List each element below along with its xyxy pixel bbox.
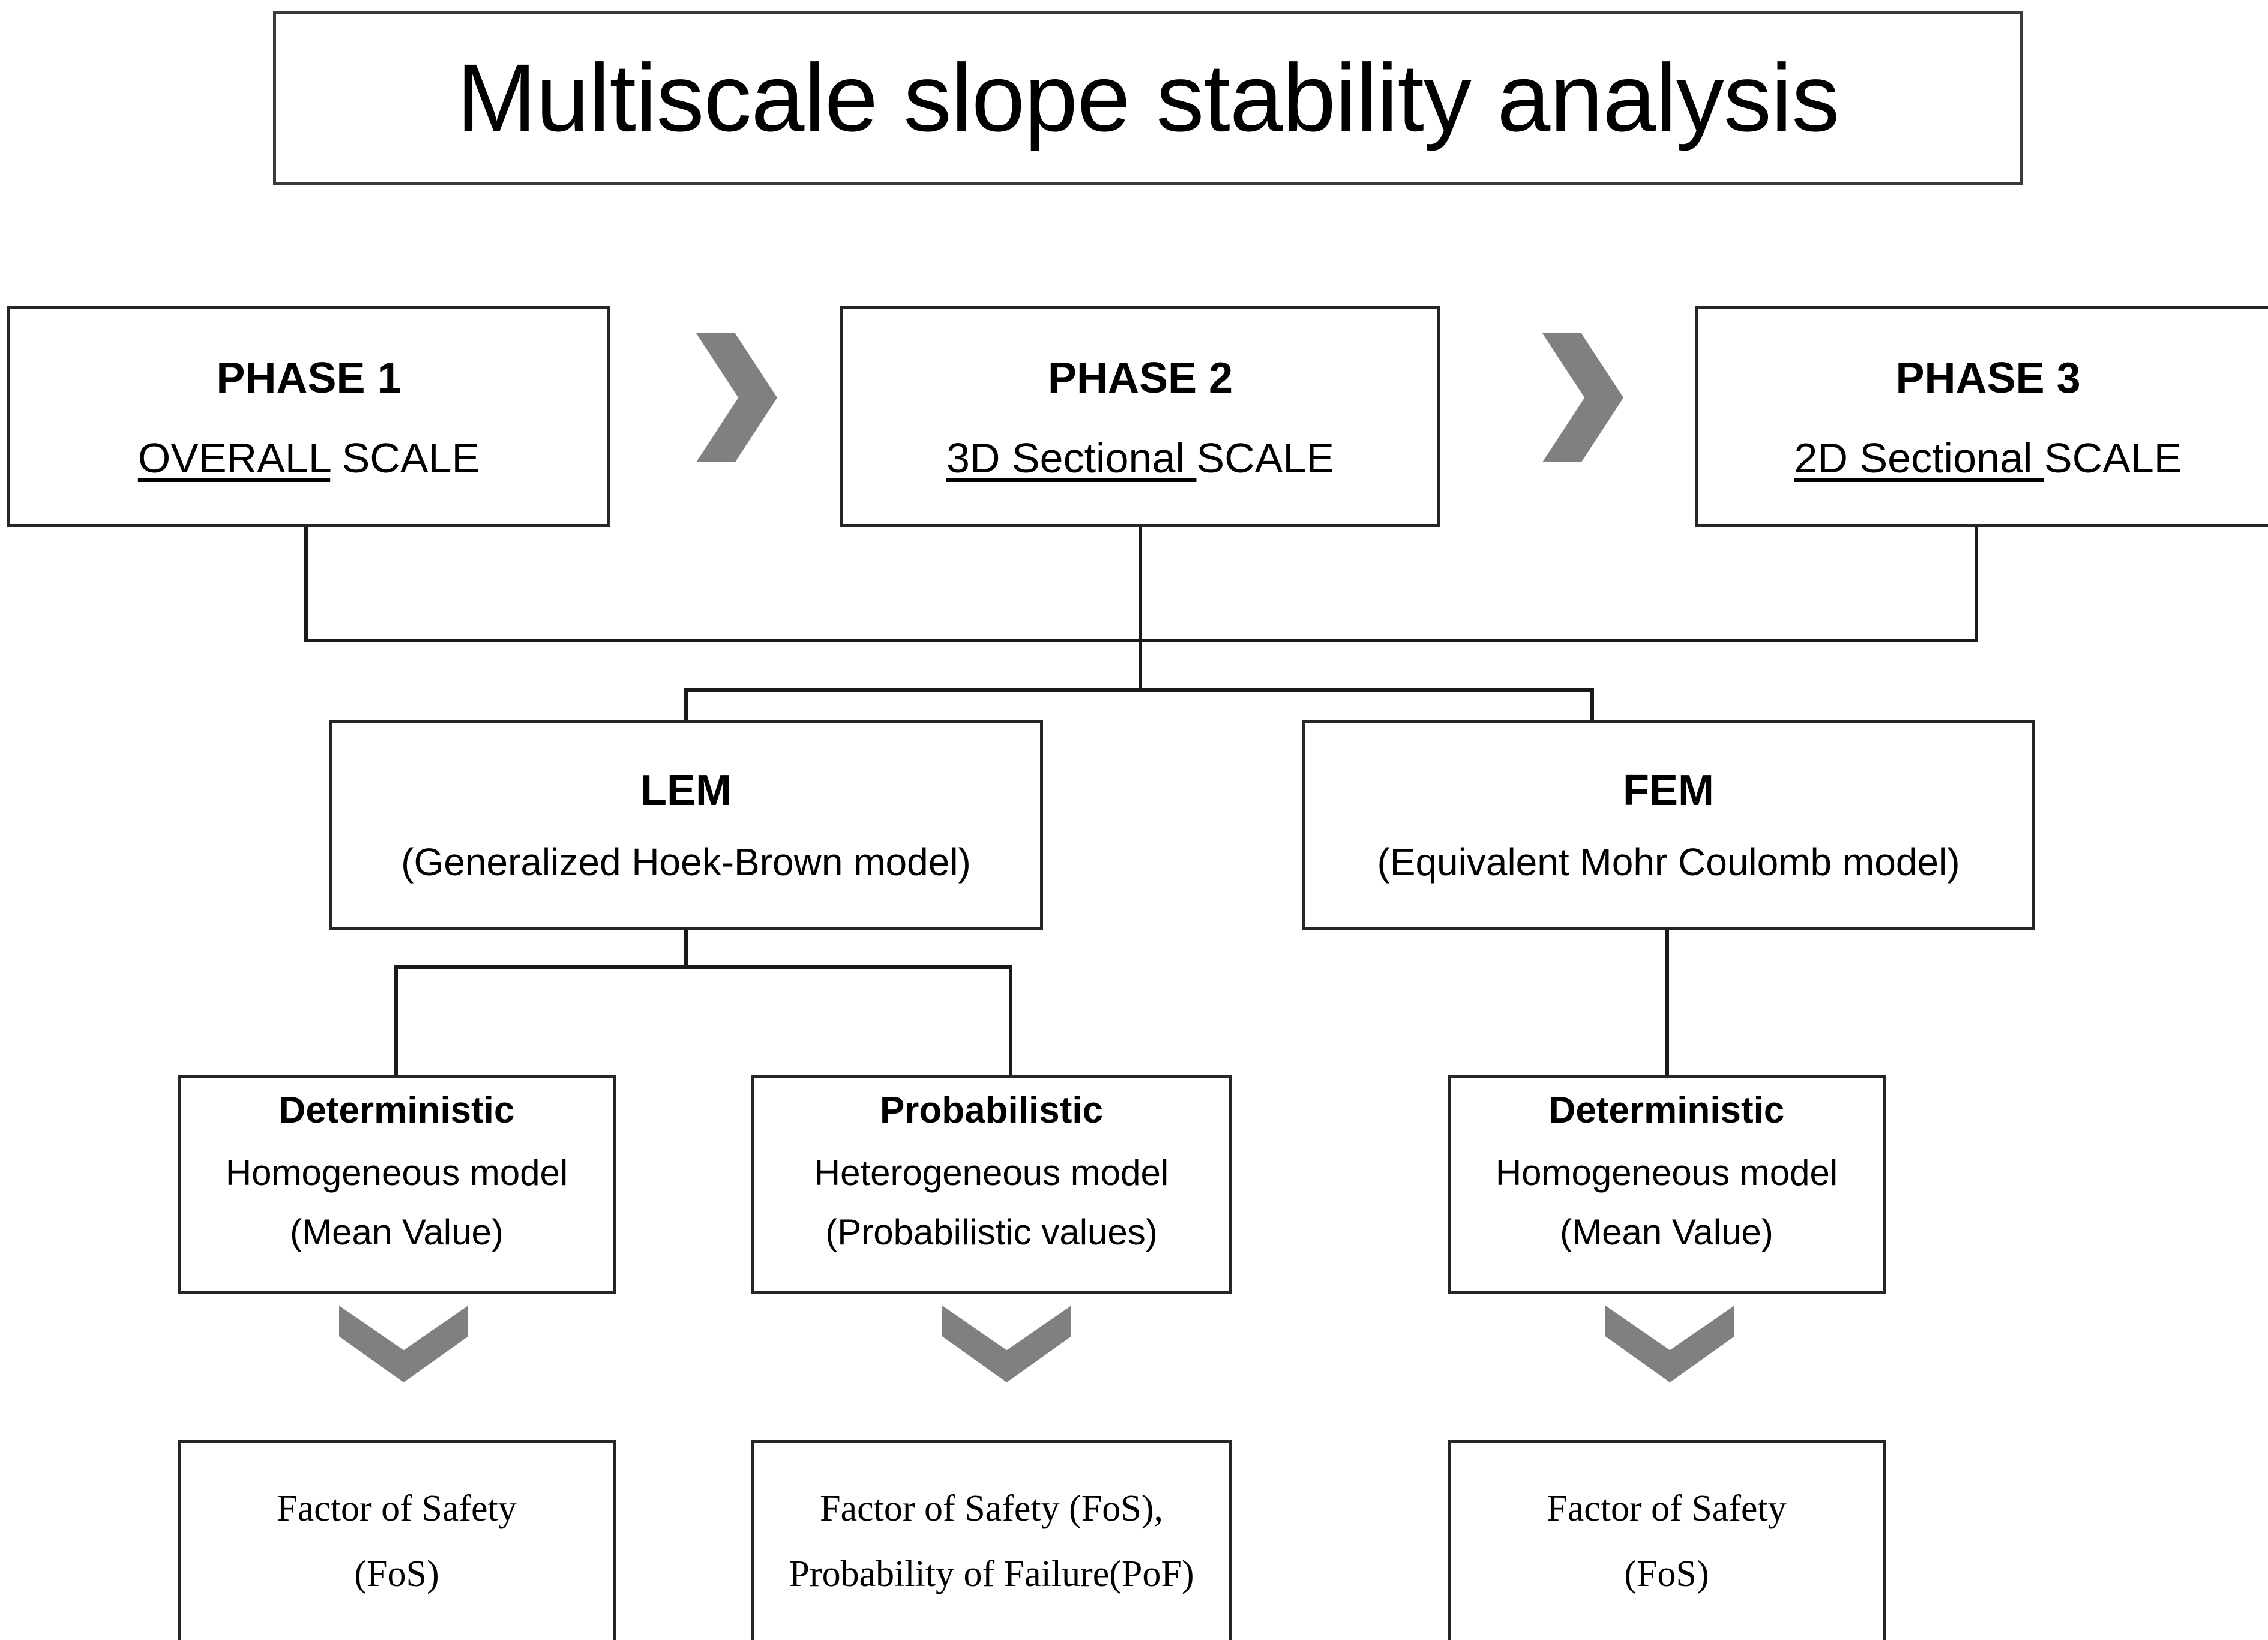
approach-box-deterministic-fem: Deterministic Homogeneous model (Mean Va… (1448, 1075, 1886, 1294)
connector-method-split-bar (684, 688, 1594, 692)
phase-box-3: PHASE 3 2D Sectional SCALE (1695, 306, 2268, 527)
chevron-down-icon (1605, 1306, 1734, 1382)
approach-3-line1: Homogeneous model (1495, 1153, 1838, 1193)
result-1-line2: (FoS) (354, 1554, 439, 1594)
connector-merge-down (1139, 639, 1142, 692)
result-1-line1: Factor of Safety (277, 1488, 517, 1529)
phase-1-scale-underlined: OVERALL (137, 435, 331, 482)
diagram-title-box: Multiscale slope stability analysis (273, 11, 2023, 185)
result-2-line2: Probability of Failure(PoF) (789, 1554, 1194, 1594)
approach-2-line2: (Probabilistic values) (825, 1212, 1158, 1253)
phase-2-scale: 3D Sectional SCALE (946, 436, 1334, 481)
connector-fem-to-deterministic (1665, 930, 1669, 1077)
phase-1-title: PHASE 1 (216, 354, 402, 403)
approach-2-line1: Heterogeneous model (814, 1153, 1169, 1193)
result-3-line1: Factor of Safety (1547, 1488, 1787, 1529)
result-box-2: Factor of Safety (FoS), Probability of F… (751, 1440, 1232, 1640)
connector-phase2-down (1139, 527, 1142, 642)
fem-subtitle: (Equivalent Mohr Coulomb model) (1377, 840, 1960, 884)
phase-1-scale-rest: SCALE (330, 435, 480, 482)
approach-3-title: Deterministic (1548, 1090, 1785, 1131)
chevron-right-icon (696, 333, 777, 462)
phase-2-title: PHASE 2 (1047, 354, 1233, 403)
phase-3-title: PHASE 3 (1895, 354, 2081, 403)
approach-3-line2: (Mean Value) (1560, 1212, 1773, 1253)
phase-2-scale-underlined: 3D Sectional (946, 435, 1197, 482)
phase-3-scale-rest: SCALE (2044, 435, 2182, 482)
approach-1-line1: Homogeneous model (225, 1153, 568, 1193)
result-3-line2: (FoS) (1624, 1554, 1709, 1594)
approach-box-deterministic-lem: Deterministic Homogeneous model (Mean Va… (178, 1075, 616, 1294)
connector-phase1-down (304, 527, 308, 642)
connector-lem-down (684, 930, 688, 969)
approach-1-line2: (Mean Value) (290, 1212, 504, 1253)
chevron-down-icon (942, 1306, 1071, 1382)
result-box-3: Factor of Safety (FoS) (1448, 1440, 1886, 1640)
approach-1-title: Deterministic (278, 1090, 515, 1131)
phase-2-scale-rest: SCALE (1196, 435, 1334, 482)
connector-lem-split-bar (394, 965, 1012, 969)
connector-phase3-down (1975, 527, 1978, 642)
phase-3-scale-underlined: 2D Sectional (1794, 435, 2044, 482)
lem-subtitle: (Generalized Hoek-Brown model) (401, 840, 971, 884)
method-box-lem: LEM (Generalized Hoek-Brown model) (329, 720, 1043, 930)
connector-lem-to-deterministic (394, 965, 398, 1077)
phase-box-1: PHASE 1 OVERALL SCALE (7, 306, 610, 527)
method-box-fem: FEM (Equivalent Mohr Coulomb model) (1302, 720, 2035, 930)
approach-box-probabilistic-lem: Probabilistic Heterogeneous model (Proba… (751, 1075, 1232, 1294)
chevron-right-icon (1542, 333, 1623, 462)
chevron-down-icon (339, 1306, 468, 1382)
diagram-title: Multiscale slope stability analysis (456, 44, 1840, 151)
result-box-1: Factor of Safety (FoS) (178, 1440, 616, 1640)
fem-title: FEM (1623, 766, 1714, 815)
phase-1-scale: OVERALL SCALE (138, 436, 480, 481)
approach-2-title: Probabilistic (879, 1090, 1104, 1131)
connector-split-to-lem (684, 688, 688, 723)
phase-box-2: PHASE 2 3D Sectional SCALE (840, 306, 1440, 527)
lem-title: LEM (640, 766, 732, 815)
connector-lem-to-probabilistic (1009, 965, 1012, 1077)
result-2-line1: Factor of Safety (FoS), (820, 1488, 1163, 1529)
connector-split-to-fem (1590, 688, 1594, 723)
phase-3-scale: 2D Sectional SCALE (1794, 436, 2182, 481)
